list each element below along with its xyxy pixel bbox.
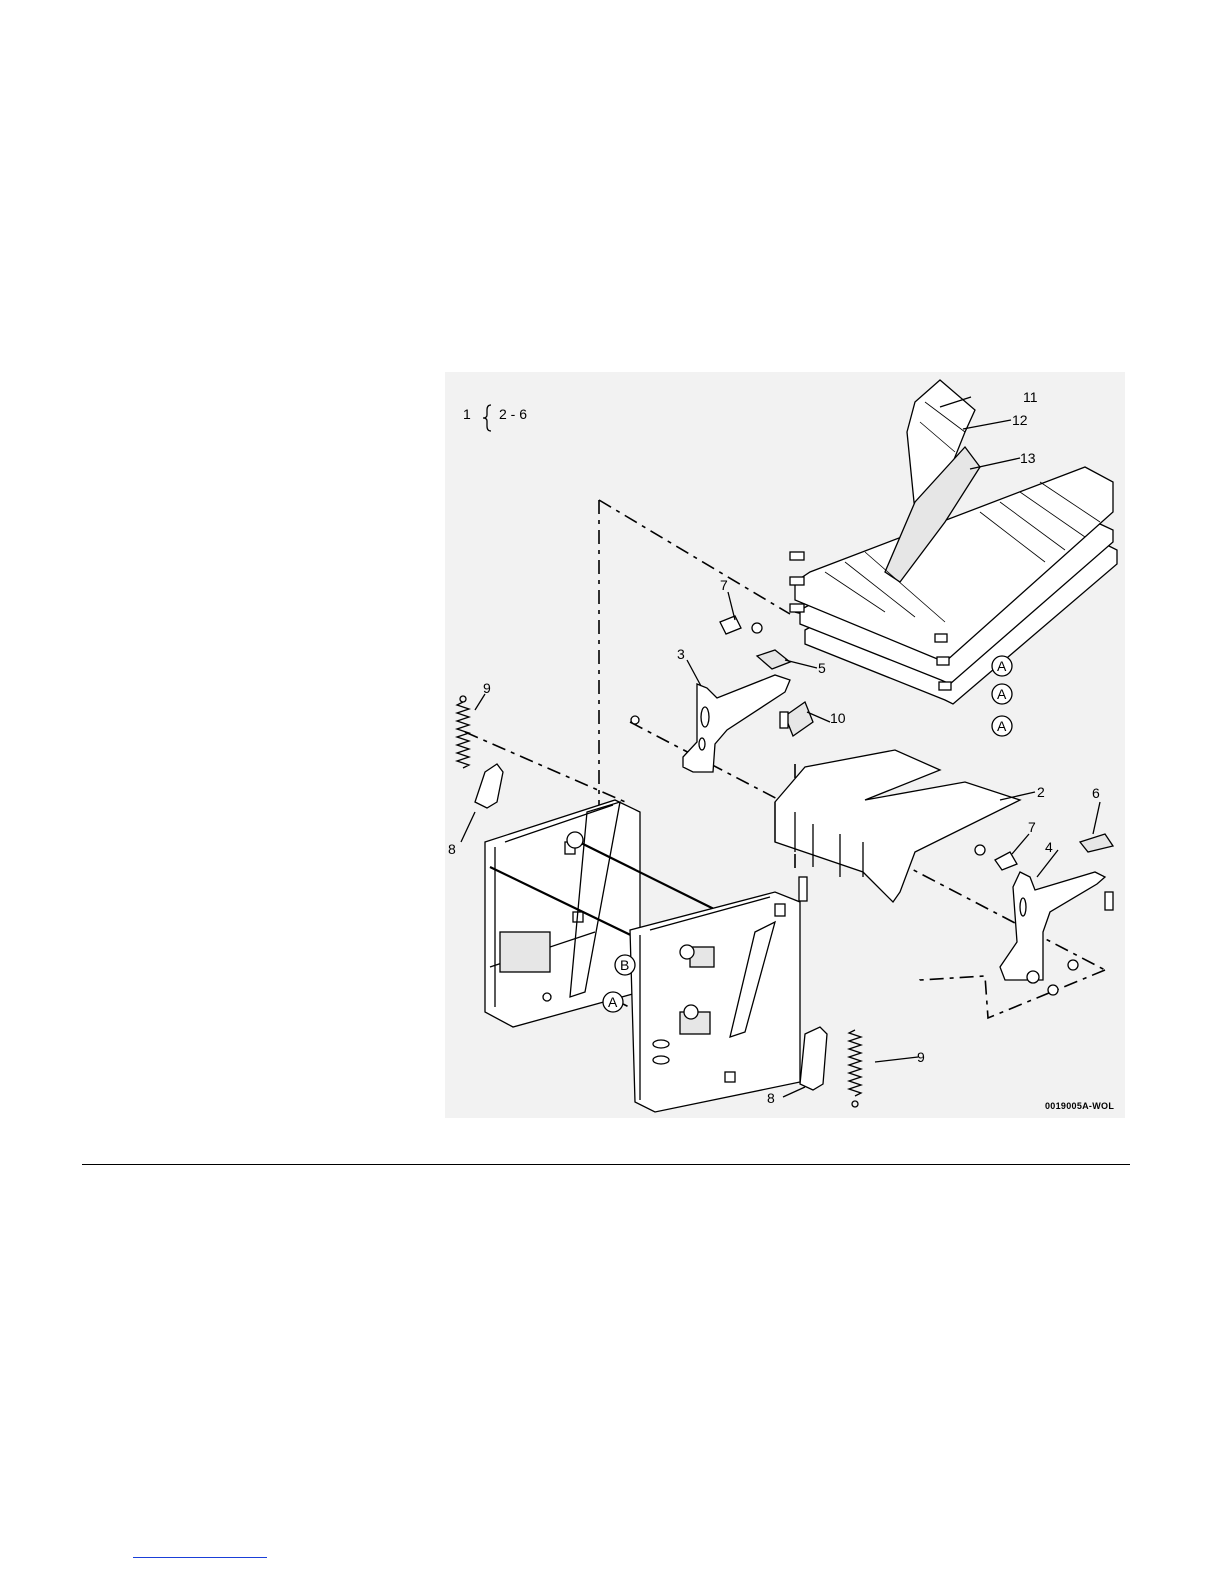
callout-9-right: 9	[917, 1049, 925, 1065]
tray-2	[775, 750, 1020, 902]
spring-9-right	[849, 1030, 861, 1107]
tray-stack	[790, 380, 1117, 704]
ref-a-1: A	[997, 658, 1007, 674]
spring-9-left	[457, 696, 469, 768]
screw-icon	[799, 877, 807, 901]
screw-icon	[752, 623, 762, 633]
callout-8-left: 8	[448, 841, 456, 857]
horizontal-rule	[82, 1164, 1130, 1165]
washer-icon	[1027, 971, 1039, 983]
group-label: 1 2 - 6	[463, 405, 527, 431]
screw-icon	[631, 716, 639, 724]
group-number: 1	[463, 406, 471, 422]
pad-10	[785, 702, 813, 736]
callout-12: 12	[1012, 412, 1028, 428]
callout-2: 2	[1037, 784, 1045, 800]
left-bracket-assembly	[631, 616, 813, 772]
callout-13: 13	[1020, 450, 1036, 466]
callout-10: 10	[830, 710, 846, 726]
ref-a-2: A	[997, 686, 1007, 702]
screw-icon	[1048, 985, 1058, 995]
pad-6	[1080, 834, 1113, 852]
screw-icon	[975, 845, 985, 855]
link-8-left	[475, 764, 503, 808]
frame-cutout	[500, 932, 550, 972]
bracket-4	[1000, 872, 1105, 980]
screw-icon	[1068, 960, 1078, 970]
exploded-parts-diagram: 1 2 - 6	[445, 372, 1125, 1118]
footer-link-underline[interactable]	[133, 1557, 267, 1558]
callout-8-right: 8	[767, 1090, 775, 1106]
bracket-3	[683, 675, 790, 772]
shaft-end-icon	[567, 832, 583, 848]
callout-3: 3	[677, 646, 685, 662]
tray-tab-icon	[790, 552, 804, 560]
screw-icon	[780, 712, 788, 728]
callout-6: 6	[1092, 785, 1100, 801]
group-range: 2 - 6	[499, 406, 527, 422]
callout-7-top: 7	[720, 577, 728, 593]
link-8-right	[800, 1027, 827, 1090]
screw-icon	[1105, 892, 1113, 910]
clip-7-right	[995, 852, 1017, 870]
right-bracket-assembly	[975, 834, 1113, 995]
callout-5: 5	[818, 660, 826, 676]
ref-b: B	[620, 957, 629, 973]
callout-11: 11	[1023, 389, 1038, 405]
callout-4: 4	[1045, 839, 1053, 855]
clip-7-left	[720, 616, 741, 634]
brace-icon	[483, 405, 491, 431]
ref-a-4: A	[608, 994, 618, 1010]
callout-9-left: 9	[483, 680, 491, 696]
ref-a-3: A	[997, 718, 1007, 734]
figure-code: 0019005A-WOL	[1045, 1101, 1114, 1111]
pad-5	[757, 650, 790, 669]
callout-7-right: 7	[1028, 819, 1036, 835]
